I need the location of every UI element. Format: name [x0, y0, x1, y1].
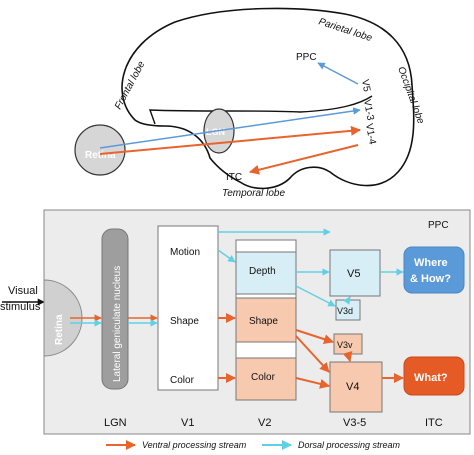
column-label-itc: ITC: [425, 417, 443, 429]
v3v-label: V3v: [337, 340, 353, 350]
lgn-bar: [101, 228, 129, 390]
v2-shape-to-v3v-arrow: [295, 329, 334, 344]
v2-color-to-v4-arrow: [295, 377, 330, 389]
pathway-retina: [43, 279, 83, 357]
pathway-retina-label: Retina: [54, 314, 65, 345]
brain-lgn-label: LGN: [206, 127, 225, 137]
legend: Ventral processing stream Dorsal process…: [106, 440, 401, 450]
v2-shape-box: [235, 297, 297, 343]
v2-depth-box: [235, 251, 297, 295]
legend-dorsal-label: Dorsal processing stream: [298, 440, 401, 450]
v2-shape-label: Shape: [249, 316, 278, 327]
v5-box: [329, 249, 381, 297]
brain-schematic: Frontal lobe Parietal lobe Occipital lob…: [74, 7, 426, 199]
v4-box: [329, 361, 383, 413]
v2-depth-label: Depth: [249, 266, 276, 277]
column-label-v1: V1: [181, 417, 194, 429]
column-label-lgn: LGN: [104, 417, 127, 429]
v1-shape-label: Shape: [170, 316, 199, 327]
temporal-lobe-label: Temporal lobe: [222, 188, 285, 199]
what-label: What?: [414, 372, 448, 384]
pathway-ppc-label: PPC: [428, 220, 449, 231]
v2-shape-to-v4-arrow: [295, 335, 330, 373]
v2-color-label: Color: [251, 372, 276, 383]
v5-label: V5: [347, 268, 360, 280]
column-label-v2: V2: [258, 417, 271, 429]
v1-motion-label: Motion: [170, 247, 200, 258]
v4-label: V4: [346, 381, 359, 393]
v3d-label: V3d: [337, 306, 353, 316]
visual-stimulus-label-line1: Visual: [8, 285, 38, 297]
lgn-full-label: Lateral geniculate nucleus: [112, 266, 123, 382]
where-how-box: [403, 246, 465, 294]
frontal-lobe-label: Frontal lobe: [113, 59, 148, 111]
brain-v1-3-label: V1-3: [361, 99, 376, 122]
brain-v5-label: V5: [359, 79, 372, 93]
v1-color-label: Color: [170, 375, 195, 386]
brain-v1-4-label: V1-4: [363, 123, 378, 146]
brain-inner-contour: [148, 95, 373, 125]
where-line2: & How?: [410, 273, 451, 285]
brain-ventral-arrow-retina-v1: [99, 125, 361, 155]
v1-motion-to-depth-arrow: [217, 249, 236, 263]
depth-to-v3d-arrow: [295, 285, 336, 307]
brain-itc-label: ITC: [226, 172, 242, 183]
brain-dorsal-arrow-retina-v1: [99, 107, 361, 149]
visual-stimulus-label-line2: stimulus: [0, 301, 41, 313]
brain-ppc-label: PPC: [296, 52, 317, 63]
brain-retina-circle: [74, 124, 126, 176]
v1-box: [157, 225, 219, 391]
where-line1: Where: [414, 257, 448, 269]
v3d-to-v5-arrow: [343, 296, 351, 305]
brain-dorsal-arrow-v5-ppc: [317, 62, 359, 85]
column-label-v3-5: V3-5: [343, 417, 366, 429]
brain-outline: [121, 7, 415, 190]
v3v-to-v4-arrow: [342, 350, 353, 362]
legend-ventral-label: Ventral processing stream: [142, 440, 247, 450]
what-box: [403, 356, 465, 396]
brain-ventral-arrow-v1-itc: [249, 144, 359, 175]
processing-pathway-diagram: PPC Visual stimulus Retina Lateral genic…: [0, 209, 471, 435]
brain-retina-label: Retina: [85, 150, 116, 161]
